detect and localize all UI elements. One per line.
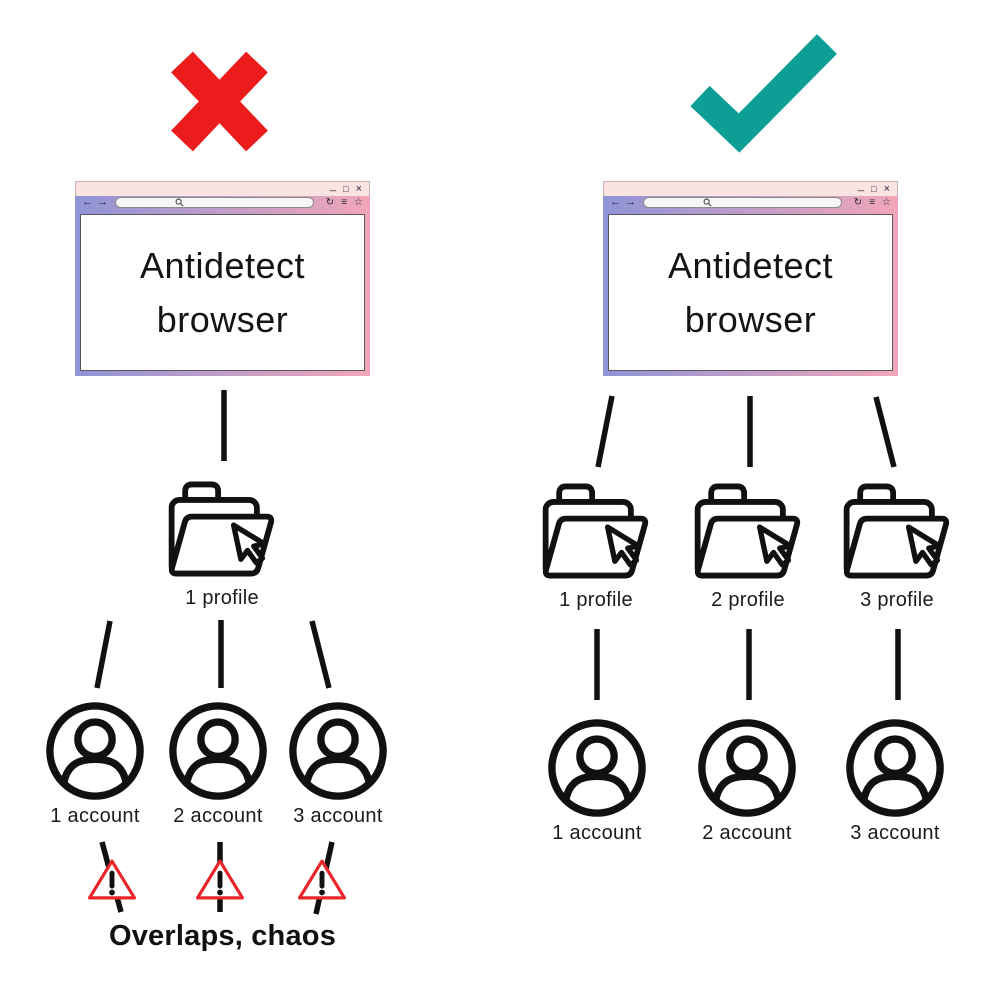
user-avatar-icon	[844, 717, 946, 819]
folder-icon	[160, 474, 284, 584]
window-titlebar: _ □ ×	[603, 181, 898, 196]
connector-profile-to-account-3	[309, 620, 332, 689]
account-node: 2 account	[682, 717, 812, 845]
account-label: 2 account	[702, 822, 792, 844]
account-node: 1 account	[532, 717, 662, 845]
user-avatar-icon	[44, 700, 146, 802]
search-icon	[703, 198, 712, 207]
connector-browser-to-profile-3	[873, 396, 897, 468]
browser-title: Antidetect browser	[139, 244, 306, 340]
browser-title: Antidetect browser	[667, 244, 834, 340]
user-avatar-icon	[546, 717, 648, 819]
warning-triangle-icon	[86, 856, 138, 902]
connector-browser-to-profile-1	[595, 395, 615, 468]
profile-label: 2 profile	[711, 589, 785, 611]
refresh-icon[interactable]: ↻	[325, 196, 335, 208]
user-avatar-icon	[167, 700, 269, 802]
search-icon	[175, 198, 184, 207]
account-label: 3 account	[293, 805, 383, 827]
url-bar[interactable]	[643, 197, 842, 208]
browser-window-left: _ □ × ← → ↻ ≡ ☆ Antidetect browser	[75, 181, 370, 376]
window-frame: Antidetect browser	[603, 209, 898, 376]
back-icon[interactable]: ←	[82, 196, 93, 208]
profile-node: 2 profile	[673, 476, 823, 612]
account-label: 2 account	[173, 805, 263, 827]
close-icon[interactable]: ×	[355, 183, 362, 195]
window-frame: Antidetect browser	[75, 209, 370, 376]
user-avatar-icon	[287, 700, 389, 802]
forward-icon[interactable]: →	[625, 196, 636, 208]
folder-icon	[686, 476, 810, 586]
minimize-icon[interactable]: _	[330, 180, 337, 192]
bookmark-icon[interactable]: ☆	[354, 196, 363, 208]
warning-triangle-icon	[296, 856, 348, 902]
browser-content: Antidetect browser	[80, 214, 365, 371]
maximize-icon[interactable]: □	[343, 184, 349, 194]
window-toolbar: ← → ↻ ≡ ☆	[75, 196, 370, 209]
menu-icon[interactable]: ≡	[869, 196, 876, 208]
browser-window-right: _ □ × ← → ↻ ≡ ☆ Antidetect browser	[603, 181, 898, 376]
folder-icon	[835, 476, 959, 586]
chaos-caption: Overlaps, chaos	[108, 920, 337, 952]
user-avatar-icon	[696, 717, 798, 819]
x-mark-icon	[171, 51, 268, 152]
maximize-icon[interactable]: □	[871, 184, 877, 194]
account-node: 3 account	[830, 717, 960, 845]
account-label: 3 account	[850, 822, 940, 844]
close-icon[interactable]: ×	[883, 183, 890, 195]
browser-content: Antidetect browser	[608, 214, 893, 371]
minimize-icon[interactable]: _	[858, 180, 865, 192]
url-bar[interactable]	[115, 197, 314, 208]
account-label: 1 account	[50, 805, 140, 827]
forward-icon[interactable]: →	[97, 196, 108, 208]
back-icon[interactable]: ←	[610, 196, 621, 208]
folder-icon	[534, 476, 658, 586]
window-titlebar: _ □ ×	[75, 181, 370, 196]
bookmark-icon[interactable]: ☆	[882, 196, 891, 208]
window-toolbar: ← → ↻ ≡ ☆	[603, 196, 898, 209]
profile-label: 3 profile	[860, 589, 934, 611]
account-node: 3 account	[273, 700, 403, 828]
profile-label: 1 profile	[185, 587, 259, 609]
warning-triangle-icon	[194, 856, 246, 902]
profile-node: 1 profile	[147, 474, 297, 610]
refresh-icon[interactable]: ↻	[853, 196, 863, 208]
profile-node: 1 profile	[521, 476, 671, 612]
account-node: 2 account	[153, 700, 283, 828]
account-label: 1 account	[552, 822, 642, 844]
profile-node: 3 profile	[822, 476, 972, 612]
connector-profile-to-account-1	[94, 620, 113, 689]
account-node: 1 account	[30, 700, 160, 828]
profile-label: 1 profile	[559, 589, 633, 611]
check-mark-icon	[690, 34, 837, 153]
menu-icon[interactable]: ≡	[341, 196, 348, 208]
